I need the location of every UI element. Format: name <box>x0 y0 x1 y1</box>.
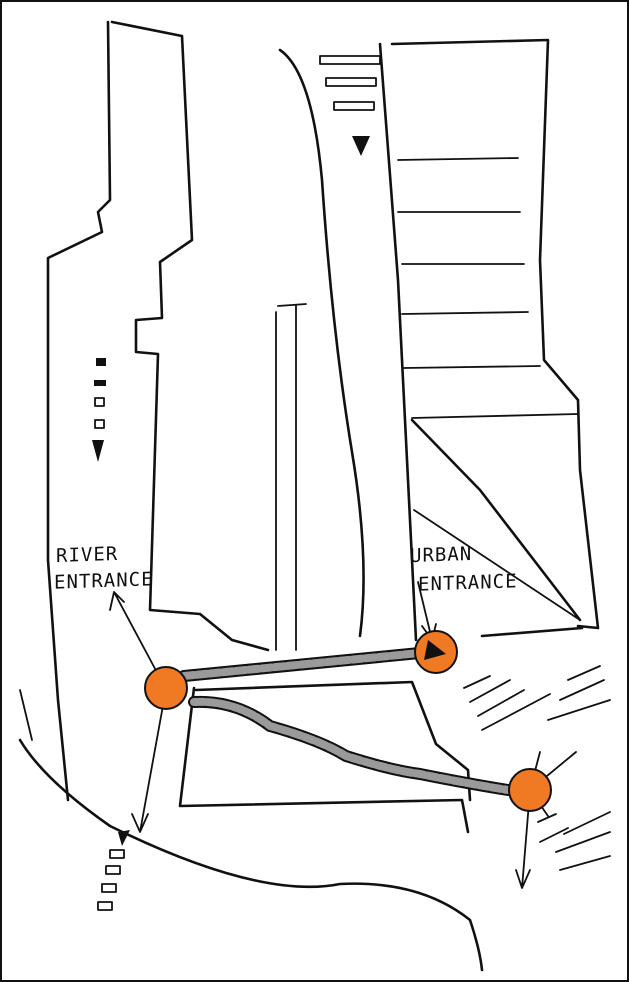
lane-dash <box>105 865 121 875</box>
lane-dash <box>109 849 125 859</box>
crosswalk-hatch <box>463 665 611 871</box>
traffic-direction-triangle-icon <box>92 440 104 462</box>
left-road-edge <box>19 689 33 741</box>
covered-path-lower <box>188 695 514 796</box>
lane-dash <box>101 883 117 893</box>
lane-dash <box>94 397 105 407</box>
crosswalk-mark <box>333 101 375 111</box>
direction-arrow-icon <box>109 591 161 679</box>
crosswalk-mark <box>325 77 377 87</box>
river-bank-curve <box>18 738 484 972</box>
urban-entrance-label-line1: URBAN <box>410 542 473 568</box>
road-left-edge <box>278 48 365 638</box>
river-entrance-label-line2: ENTRANCE <box>54 568 154 594</box>
road-right-edge <box>378 42 418 642</box>
covered-path-lower-fill <box>190 697 512 794</box>
lane-dash <box>94 380 106 386</box>
lane-dash <box>94 419 105 429</box>
river-entrance-marker <box>144 666 188 710</box>
right-building-floor-lines <box>397 157 581 621</box>
right-building-lower-edge <box>410 418 584 638</box>
street-entrance-marker <box>508 768 552 812</box>
lane-dash <box>96 358 106 366</box>
traffic-direction-triangle-icon <box>352 136 370 156</box>
lane-dash <box>97 901 113 911</box>
direction-arrow-icon <box>131 699 165 833</box>
river-entrance-label-line1: RIVER <box>56 542 119 568</box>
tower-outline <box>275 303 307 651</box>
crosswalk-mark <box>319 55 381 65</box>
covered-path-upper-fill <box>180 648 434 680</box>
urban-entrance-label-line2: ENTRANCE <box>418 570 518 596</box>
left-building-outline <box>46 20 112 802</box>
traffic-direction-triangle-icon <box>118 830 130 846</box>
urban-entrance-pointer <box>424 640 446 660</box>
left-building-inner-outline <box>110 20 270 652</box>
right-building-outline <box>390 38 600 630</box>
